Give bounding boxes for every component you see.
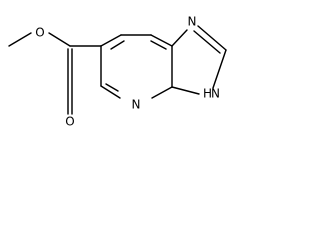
bond-lines [8, 25, 227, 115]
ring-bond-c5-c6 [100, 34, 122, 47]
imidazole-bond-n3-c3a [171, 86, 200, 95]
ring-bond-c3a-n4-inner [151, 86, 173, 99]
imidazole-bond-n1-c2 [197, 25, 227, 51]
ring-bond-c7-c7a [150, 34, 173, 47]
chemical-structure: O O N N H N [8, 15, 227, 129]
ring-aromatic-inner-2 [150, 40, 167, 50]
imidazole-nh-nitrogen-label: N [211, 87, 220, 101]
carbonyl-oxygen-label: O [35, 26, 44, 40]
ring-aromatic-inner-3 [105, 83, 119, 92]
methyl-bond [8, 32, 32, 47]
methyl-to-ester-oxygen-bond [48, 32, 71, 47]
imidazole-bond-c7a-n1 [171, 29, 188, 47]
imidazole-h-label: H [203, 87, 212, 101]
ring-aromatic-inner-1 [110, 40, 125, 50]
imidazole-top-nitrogen-label: N [188, 15, 197, 29]
ester-oxygen-label: O [65, 115, 74, 129]
pyridine-nitrogen-label: N [132, 98, 141, 112]
imidazole-double-bond-inner [193, 30, 221, 54]
imidazole-bond-c2-n3 [212, 49, 227, 89]
ring-bond-c5-n4-lower [100, 85, 121, 99]
